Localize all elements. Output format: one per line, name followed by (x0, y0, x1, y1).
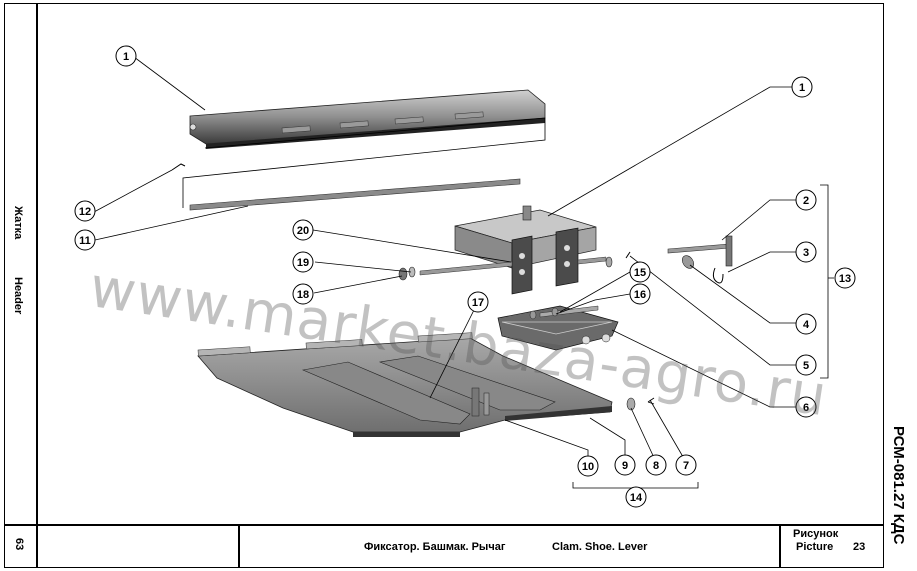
callout-7: 7 (683, 460, 689, 472)
callout-17: 17 (472, 297, 484, 309)
callout-2: 2 (803, 195, 809, 207)
callout-1-bracket: 1 (799, 82, 805, 94)
rod-part (189, 178, 521, 211)
shoe-plate-part (197, 332, 613, 437)
title-block-divider-2 (779, 524, 781, 568)
left-strip-divider (36, 3, 38, 568)
callout-20: 20 (297, 225, 309, 237)
callout-18: 18 (297, 289, 309, 301)
caption-en: Clam. Shoe. Lever (552, 541, 648, 553)
callout-12: 12 (79, 206, 91, 218)
callout-markers (74, 45, 856, 508)
shoe-mount-part (497, 305, 619, 351)
bracket-part (454, 205, 597, 295)
drawing-frame (4, 3, 884, 568)
callout-5: 5 (803, 360, 809, 372)
callout-11: 11 (79, 235, 91, 247)
callout-14: 14 (630, 492, 643, 504)
title-block-divider-1 (238, 524, 240, 568)
callout-numbers: 1 1 2 3 4 5 6 7 8 9 10 11 12 13 14 15 16… (79, 51, 851, 504)
callout-15: 15 (634, 267, 646, 279)
callout-19: 19 (297, 257, 309, 269)
callout-1-beam: 1 (123, 51, 129, 63)
callout-4: 4 (803, 319, 810, 331)
callout-8: 8 (653, 460, 659, 472)
leader-lines (93, 56, 834, 492)
title-block-top-line (36, 524, 884, 526)
callout-3: 3 (803, 247, 809, 259)
beam-part (189, 89, 546, 149)
callout-6: 6 (803, 402, 809, 414)
figure-label-en: Picture (796, 541, 834, 553)
left-strip-page-line (4, 524, 37, 526)
figure-label-ru: Рисунок (793, 528, 839, 540)
callout-16: 16 (634, 289, 646, 301)
callout-13: 13 (839, 273, 851, 285)
callout-9: 9 (622, 460, 628, 472)
figure-number: 23 (853, 541, 866, 553)
callout-10: 10 (582, 461, 594, 473)
lever-part (667, 235, 733, 267)
caption-ru: Фиксатор. Башмак. Рычаг (364, 541, 506, 553)
